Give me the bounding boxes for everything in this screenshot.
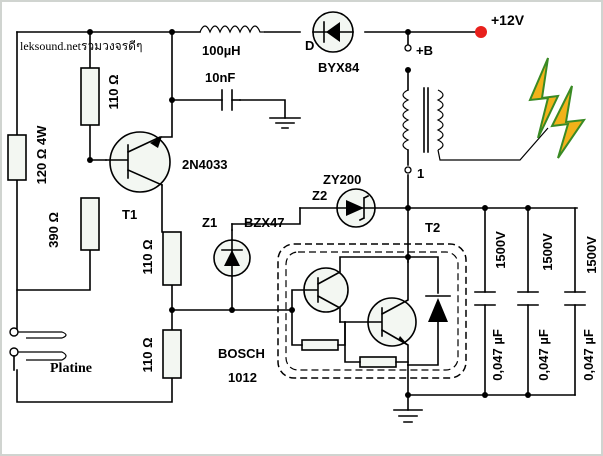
resistor-110-bot (162, 329, 182, 379)
darlington-line1: BOSCH (218, 346, 265, 361)
z1-ref-label: Z1 (202, 215, 217, 230)
resistor-120-power (7, 134, 27, 181)
ground-icon (393, 409, 423, 423)
diode-part-label: BYX84 (318, 60, 360, 75)
capacitor-10nf (221, 89, 301, 129)
plus-b-label: +B (416, 43, 433, 58)
cap1-voltage: 1500V (493, 231, 508, 269)
supply-label: +12V (491, 12, 525, 28)
supply-terminal (475, 26, 487, 38)
cap2-value: 0,047 µF (536, 329, 551, 381)
t1-part-label: 2N4033 (182, 157, 228, 172)
r-bot-label: 110 Ω (140, 337, 155, 372)
capacitor-3 (564, 291, 586, 306)
cap1-value: 0,047 µF (490, 329, 505, 381)
cap-small-label: 10nF (205, 70, 235, 85)
resistor-110-top (80, 67, 100, 126)
r-mid-label: 110 Ω (140, 239, 155, 274)
darlington-line2: 1012 (228, 370, 257, 385)
junctions (87, 29, 531, 398)
t2-ref-label: T2 (425, 220, 440, 235)
z1-part-label: BZX47 (244, 215, 284, 230)
watermark-text: leksound.netรวมวงจรดีๆ (20, 39, 142, 53)
resistor-110-mid (162, 231, 182, 286)
platine-contacts (9, 327, 67, 371)
inductor-label: 100µH (202, 43, 241, 58)
zener-z2 (336, 188, 376, 228)
z2-ref-label: Z2 (312, 188, 327, 203)
darlington-t2 (277, 243, 467, 379)
cap3-voltage: 1500V (584, 236, 599, 274)
cap2-voltage: 1500V (540, 233, 555, 271)
spark-lightning-icon (528, 57, 587, 159)
capacitor-1 (474, 291, 496, 306)
cap3-value: 0,047 µF (581, 329, 596, 381)
ignition-coil (402, 44, 444, 174)
capacitor-2 (517, 291, 539, 306)
t1-ref-label: T1 (122, 207, 137, 222)
r-top-label: 110 Ω (106, 74, 121, 109)
diode-byx84 (312, 11, 354, 53)
inductor-100uh (199, 25, 265, 34)
coil-tap-label: 1 (417, 166, 424, 181)
diode-ref-label: D (305, 38, 314, 53)
r-390-label: 390 Ω (46, 212, 61, 248)
zener-z1 (213, 239, 251, 277)
transistor-t1 (105, 99, 173, 193)
resistor-390 (80, 197, 100, 251)
platine-label: Platine (50, 361, 92, 376)
r-power-label: 120 Ω 4W (34, 125, 49, 185)
z2-part-label: ZY200 (323, 172, 361, 187)
